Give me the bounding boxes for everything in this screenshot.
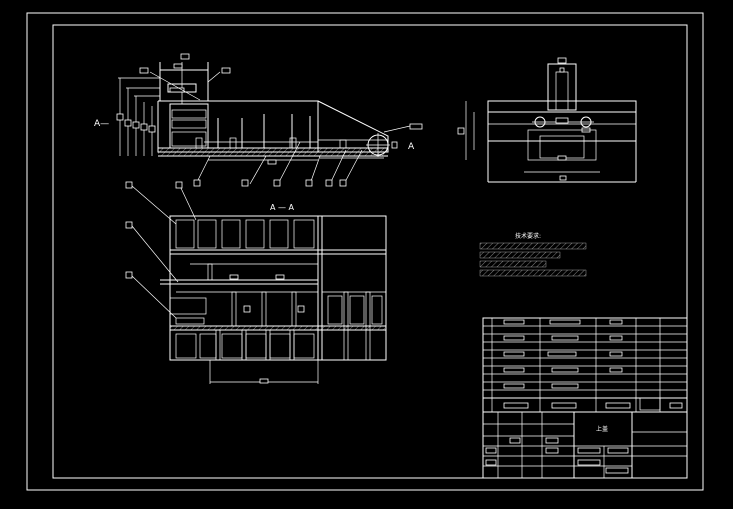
title-block (482, 317, 688, 479)
front-view (116, 53, 423, 187)
section-label-left: A— (94, 119, 109, 129)
title-block-name: 上盖 (596, 425, 608, 433)
inner-border (52, 24, 688, 479)
section-view (125, 181, 387, 384)
notes-title: 技术要求: (515, 232, 541, 240)
section-title: A — A (270, 203, 295, 212)
outer-border (26, 12, 704, 491)
side-view (457, 57, 637, 183)
technical-notes (479, 242, 587, 277)
section-label-right: A (408, 142, 415, 152)
